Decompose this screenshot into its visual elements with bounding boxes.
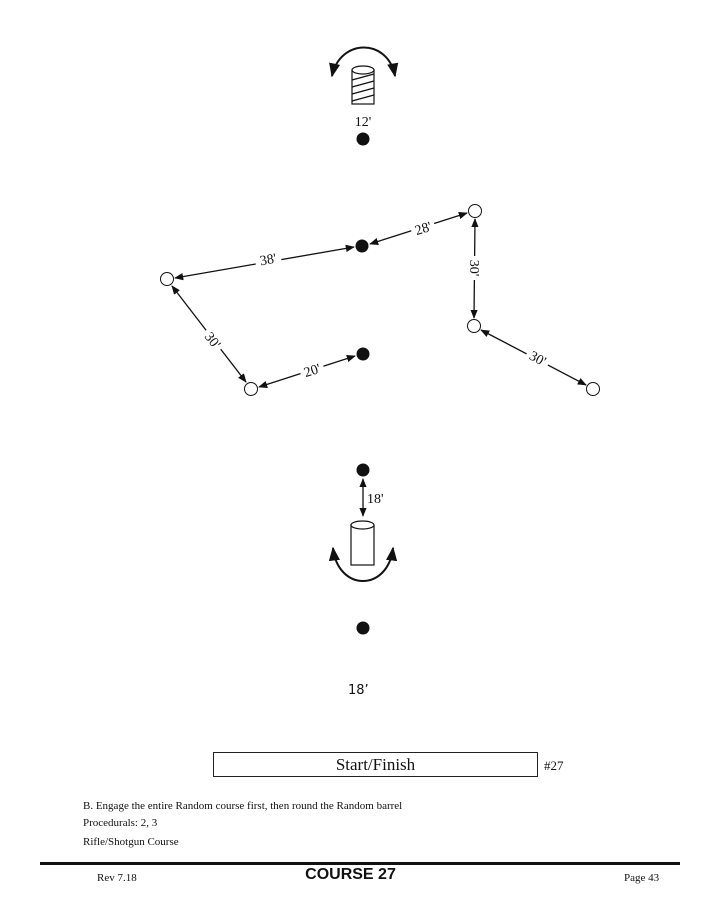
note-instruction: B. Engage the entire Random course first… xyxy=(83,800,403,812)
pole-marker xyxy=(468,204,482,218)
start-distance-label: 18’ xyxy=(348,683,369,698)
start-finish-line: Start/Finish xyxy=(213,752,538,777)
position-dot xyxy=(356,132,370,146)
footer-revision: Rev 7.18 xyxy=(97,872,137,884)
leg-38-label: 38' xyxy=(259,252,278,270)
pole-marker xyxy=(244,382,258,396)
note-procedurals: Procedurals: 2, 3 xyxy=(83,817,158,829)
bottom-barrel-distance-label: 18' xyxy=(367,492,384,507)
course-notes: B. Engage the entire Random course first… xyxy=(83,798,402,851)
start-barrel-icon xyxy=(328,520,398,582)
leg-30-right-label: 30' xyxy=(526,349,548,370)
pole-marker xyxy=(467,319,481,333)
note-course-type: Rifle/Shotgun Course xyxy=(83,836,179,848)
position-dot xyxy=(356,347,370,361)
pole-marker xyxy=(160,272,174,286)
position-dot xyxy=(356,463,370,477)
leg-30-vertical-label: 30' xyxy=(466,260,481,277)
leg-28-label: 28' xyxy=(413,220,433,239)
course-number: #27 xyxy=(544,758,564,773)
position-dot xyxy=(356,621,370,635)
footer-page-number: Page 43 xyxy=(624,872,660,884)
footer-divider xyxy=(40,862,680,865)
random-barrel-icon xyxy=(329,46,399,105)
pole-marker xyxy=(586,382,600,396)
position-dot xyxy=(355,239,369,253)
top-barrel-distance-label: 12' xyxy=(355,115,372,130)
footer-title: COURSE 27 xyxy=(305,866,396,883)
leg-20-label: 20' xyxy=(302,362,322,381)
